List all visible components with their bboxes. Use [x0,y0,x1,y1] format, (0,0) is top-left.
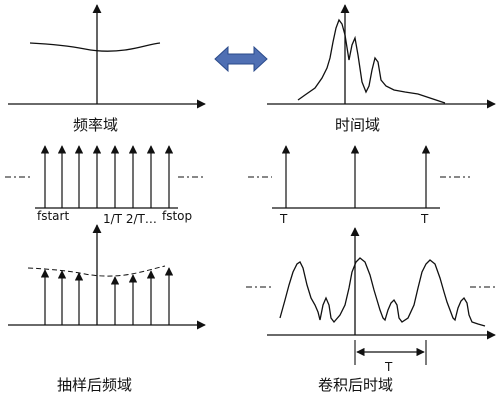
period-ticks-label: 1/T 2/T… [103,212,157,226]
sampling-comb-panel [5,145,205,209]
fstart-label: fstart [37,209,70,223]
convolved-time-panel [246,227,496,365]
sampled-freq-label: 抽样后频域 [57,376,133,394]
period-t-label: T [385,360,393,374]
freq-domain-label: 频率域 [73,116,119,134]
time-domain-panel [267,4,496,109]
sampled-envelope [27,265,166,277]
fstop-label: fstop [162,209,193,223]
sampled-freq-panel [8,224,206,330]
conv-signal-curve [279,257,486,327]
double-arrow-icon [214,45,268,73]
impulse-t-left-label: T [280,212,288,226]
freq-spectrum-curve [29,42,161,52]
freq-domain-panel [8,4,206,109]
sampled-impulses [40,267,174,325]
convolved-time-label: 卷积后时域 [318,376,394,394]
comb-impulses [40,145,174,208]
time-signal-curve [297,18,446,104]
impulse-t-right-label: T [421,212,429,226]
impulse-train-panel [248,145,470,209]
time-domain-label: 时间域 [335,116,381,134]
